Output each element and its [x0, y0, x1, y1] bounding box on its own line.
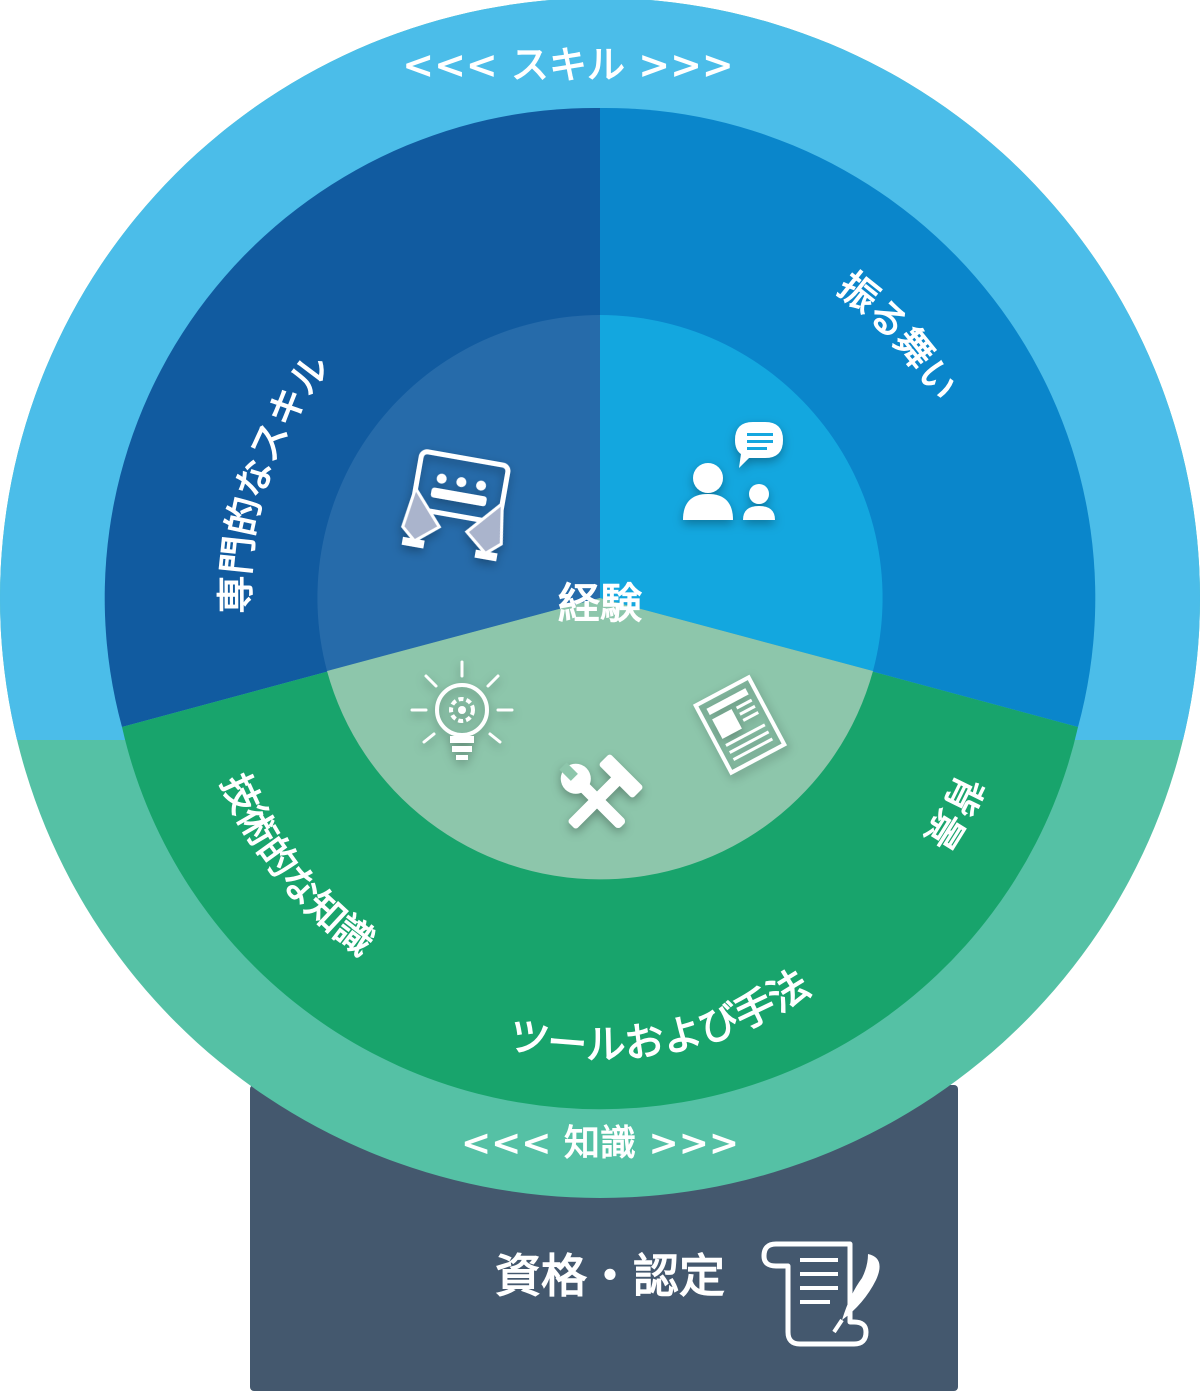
skill-ring-label: <<< スキル >>>: [402, 43, 734, 87]
knowledge-ring-label: <<< 知識 >>>: [461, 1123, 739, 1164]
certification-label: 資格・認定: [495, 1249, 725, 1303]
people-chat-icon: [683, 422, 783, 520]
certificate-scroll-icon: [761, 1241, 880, 1347]
center-behavior-segment: [600, 315, 883, 671]
lightbulb-gear-icon: [410, 660, 514, 760]
hammer-wrench-icon: [559, 754, 643, 829]
experience-label: 経験: [558, 579, 643, 628]
newspaper-icon: [692, 674, 788, 776]
tablet-hands-icon: [401, 449, 511, 562]
